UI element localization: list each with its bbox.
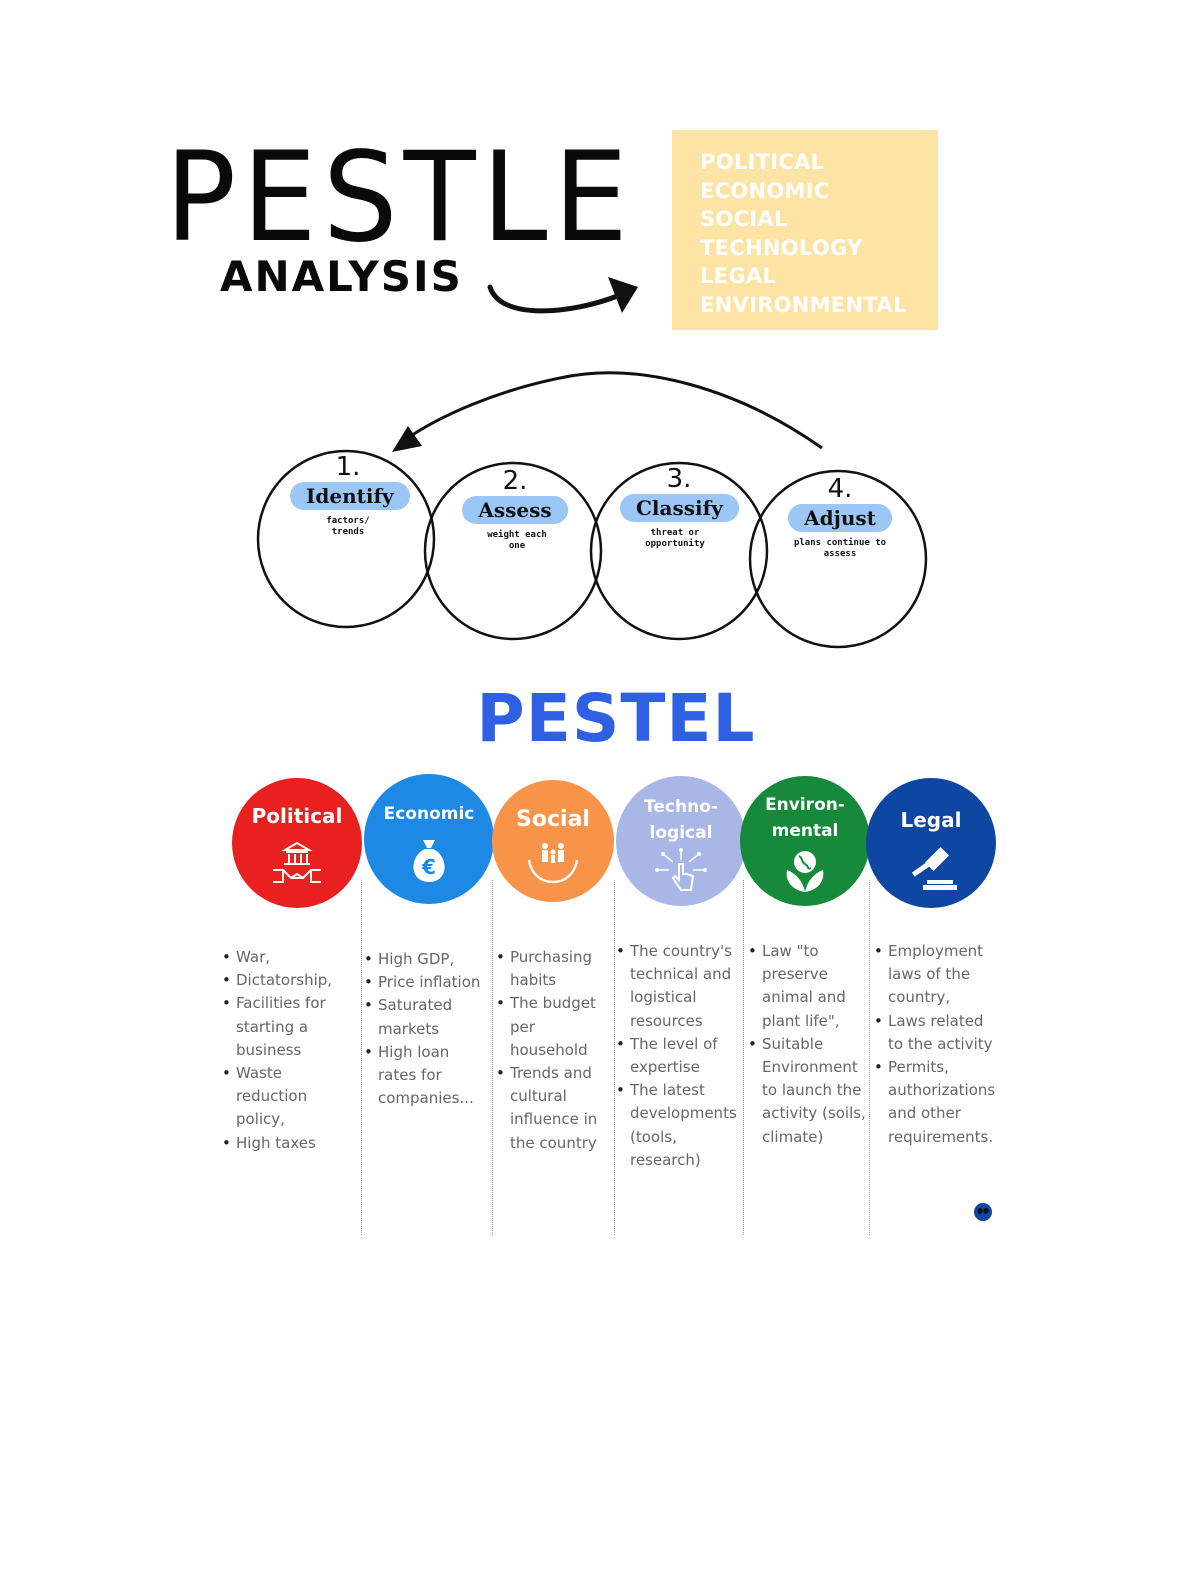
column-divider bbox=[492, 880, 493, 1235]
step-note: plans continue to assess bbox=[793, 538, 887, 559]
step-number: 3. bbox=[666, 464, 692, 494]
list-item: Suitable Environment to launch the activ… bbox=[746, 1033, 866, 1149]
list-item: High taxes bbox=[220, 1132, 350, 1155]
list-item: Purchasing habits bbox=[494, 946, 608, 992]
cycle-return-arrow bbox=[404, 371, 823, 450]
acronym-item: LEGAL bbox=[700, 264, 777, 288]
step-number: 1. bbox=[335, 452, 361, 482]
list-item: Saturated markets bbox=[362, 994, 488, 1040]
column-divider bbox=[869, 880, 870, 1235]
category-technological: Techno- logical bbox=[616, 776, 746, 906]
economic-list: High GDP, Price inflation Saturated mark… bbox=[362, 948, 488, 1110]
step-number: 2. bbox=[502, 466, 528, 496]
acronym-item: ENVIRONMENTAL bbox=[700, 292, 907, 317]
cycle-step-4: 4. Adjust plans continue to assess bbox=[780, 474, 900, 560]
step-label: Identify bbox=[290, 482, 410, 510]
category-social: Social bbox=[492, 780, 614, 902]
alien-logo-icon bbox=[974, 1203, 992, 1221]
list-item: Permits, authorizations and other requir… bbox=[872, 1056, 1000, 1149]
list-item: Law "to preserve animal and plant life", bbox=[746, 940, 866, 1033]
step-label: Classify bbox=[620, 494, 739, 522]
step-note: weight each one bbox=[487, 530, 547, 551]
cycle-circle bbox=[423, 461, 603, 641]
euro-money-bag-icon: € bbox=[413, 840, 445, 882]
svg-text:€: € bbox=[421, 855, 436, 879]
column-divider bbox=[743, 880, 744, 1235]
curved-arrow-icon bbox=[487, 277, 638, 314]
technological-list: The country's technical and logistical r… bbox=[614, 940, 740, 1172]
cycle-circle bbox=[256, 449, 436, 629]
list-item: The latest developments (tools, research… bbox=[614, 1079, 740, 1172]
list-item: Trends and cultural influence in the cou… bbox=[494, 1062, 608, 1155]
list-item: The level of expertise bbox=[614, 1033, 740, 1079]
pestel-title: PESTEL bbox=[476, 680, 756, 757]
cycle-diagram bbox=[256, 371, 928, 649]
list-item: Employment laws of the country, bbox=[872, 940, 1000, 1010]
cycle-step-3: 3. Classify threat or opportunity bbox=[620, 464, 739, 550]
list-item: War, bbox=[220, 946, 350, 969]
acronym-item: TECHNOLOGY bbox=[700, 235, 863, 260]
category-label: Political bbox=[251, 804, 343, 828]
courthouse-handshake-icon bbox=[273, 841, 321, 883]
category-label: Environ- mental bbox=[765, 795, 845, 841]
category-political: Political bbox=[232, 778, 362, 908]
list-item: Laws related to the activity bbox=[872, 1010, 1000, 1056]
cycle-circle bbox=[589, 461, 769, 641]
acronym-item: ECONOMIC bbox=[700, 178, 830, 203]
legal-list: Employment laws of the country, Laws rel… bbox=[872, 940, 1000, 1149]
cycle-circle bbox=[748, 469, 928, 649]
pestle-title: PESTLE bbox=[165, 124, 634, 270]
acronym-item: SOCIAL bbox=[700, 207, 788, 231]
globe-leaves-icon bbox=[786, 851, 824, 892]
analysis-subtitle: ANALYSIS bbox=[220, 252, 463, 301]
acronym-box: POLITICAL ECONOMIC SOCIAL TECHNOLOGY LEG… bbox=[672, 130, 938, 330]
list-item: Waste reduction policy, bbox=[220, 1062, 350, 1132]
category-label: Legal bbox=[900, 808, 962, 832]
list-item: The country's technical and logistical r… bbox=[614, 940, 740, 1033]
step-label: Assess bbox=[462, 496, 568, 524]
list-item: High loan rates for companies... bbox=[362, 1041, 488, 1111]
category-label: Techno- logical bbox=[644, 797, 718, 843]
social-list: Purchasing habits The budget per househo… bbox=[494, 946, 608, 1155]
cycle-step-1: 1. Identify factors/ trends bbox=[290, 452, 410, 538]
category-environmental: Environ- mental bbox=[740, 776, 870, 906]
list-item: Facilities for starting a business bbox=[220, 992, 350, 1062]
environmental-list: Law "to preserve animal and plant life",… bbox=[746, 940, 866, 1149]
gavel-icon bbox=[911, 846, 957, 890]
touch-circuit-icon bbox=[655, 848, 707, 891]
step-note: factors/ trends bbox=[326, 516, 370, 537]
category-label: Social bbox=[516, 807, 590, 832]
list-item: The budget per household bbox=[494, 992, 608, 1062]
list-item: Price inflation bbox=[362, 971, 488, 994]
family-hands-icon bbox=[527, 843, 579, 884]
cycle-arrowhead-icon bbox=[392, 426, 422, 452]
category-legal: Legal bbox=[866, 778, 996, 908]
step-note: threat or opportunity bbox=[645, 528, 705, 549]
list-item: High GDP, bbox=[362, 948, 488, 971]
step-label: Adjust bbox=[788, 504, 892, 532]
acronym-item: POLITICAL bbox=[700, 150, 825, 174]
step-number: 4. bbox=[827, 474, 853, 504]
category-economic: Economic € bbox=[364, 774, 494, 904]
list-item: Dictatorship, bbox=[220, 969, 350, 992]
political-list: War, Dictatorship, Facilities for starti… bbox=[220, 946, 350, 1155]
category-label: Economic bbox=[383, 804, 475, 824]
cycle-step-2: 2. Assess weight each one bbox=[460, 466, 570, 552]
